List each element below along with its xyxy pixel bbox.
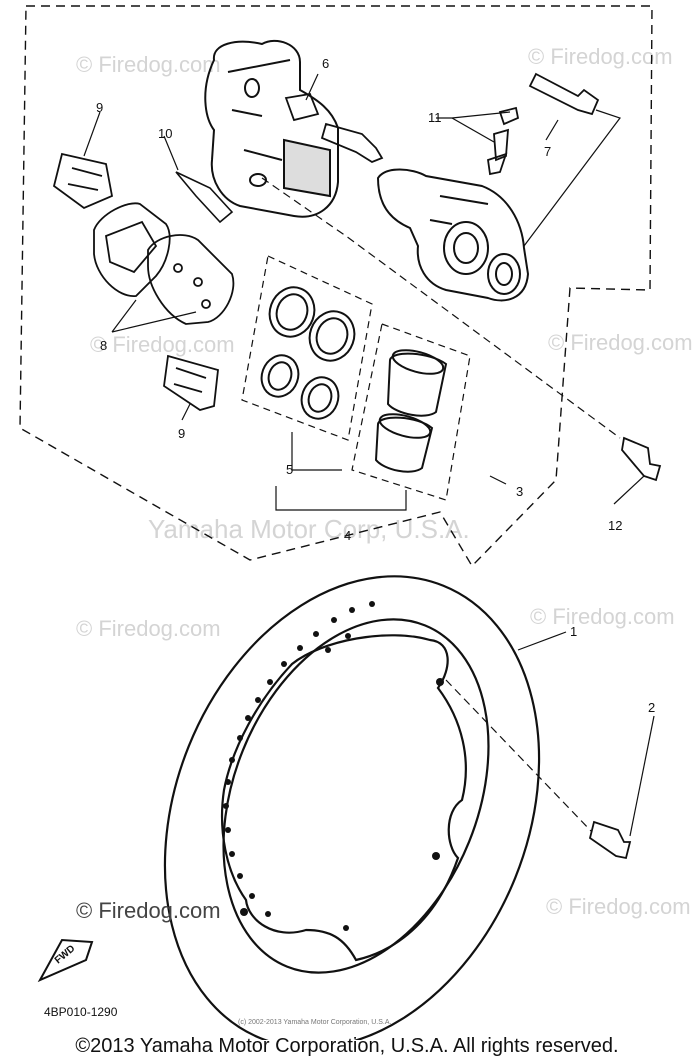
caliper-bolt bbox=[621, 436, 662, 482]
callout-labels: 1 2 3 4 5 6 7 8 9 9 10 11 12 bbox=[96, 56, 655, 715]
callout-3: 3 bbox=[516, 484, 523, 499]
guide-pin bbox=[528, 72, 600, 116]
drawing-code: 4BP010-1290 bbox=[44, 1005, 118, 1019]
piston-seals bbox=[260, 286, 356, 420]
callout-4: 4 bbox=[344, 528, 351, 543]
caliper-assembly-boundary bbox=[19, 5, 653, 568]
disc-bolt bbox=[588, 820, 632, 860]
watermark-firedog: © Firedog.com bbox=[528, 44, 673, 69]
fwd-arrow: FWD bbox=[37, 938, 94, 983]
callout-9-upper: 9 bbox=[96, 100, 103, 115]
callout-12: 12 bbox=[608, 518, 622, 533]
leader-lines bbox=[83, 73, 655, 837]
watermark-firedog: © Firedog.com bbox=[546, 894, 691, 919]
brake-disc bbox=[163, 575, 541, 1049]
pad-shim-upper bbox=[52, 152, 114, 210]
callout-10: 10 bbox=[158, 126, 172, 141]
disc-holes bbox=[223, 601, 444, 931]
watermark-firedog: © Firedog.com bbox=[548, 330, 693, 355]
pad-shim-lower bbox=[163, 354, 219, 411]
watermark-tiny: (c) 2002-2013 Yamaha Motor Corporation, … bbox=[238, 1019, 391, 1026]
caliper-pistons bbox=[374, 349, 448, 473]
watermark-yamaha: Yamaha Motor Corp, U.S.A. bbox=[148, 514, 470, 544]
callout-5: 5 bbox=[286, 462, 293, 477]
watermark-firedog: © Firedog.com bbox=[76, 52, 221, 77]
callout-7: 7 bbox=[544, 144, 551, 159]
seal-kit-boundary bbox=[241, 255, 373, 441]
callout-11: 11 bbox=[428, 110, 442, 125]
caliper-bracket bbox=[204, 39, 339, 218]
watermarks: © Firedog.com © Firedog.com © Firedog.co… bbox=[76, 44, 693, 919]
brake-pads bbox=[93, 202, 235, 325]
callout-1: 1 bbox=[570, 624, 577, 639]
callout-2: 2 bbox=[648, 700, 655, 715]
watermark-firedog-dark: © Firedog.com bbox=[76, 898, 221, 923]
callout-9-lower: 9 bbox=[178, 426, 185, 441]
watermark-firedog: © Firedog.com bbox=[76, 616, 221, 641]
caliper-body bbox=[376, 168, 530, 302]
brake-caliper-diagram: © Firedog.com © Firedog.com © Firedog.co… bbox=[19, 5, 693, 1049]
watermark-firedog: © Firedog.com bbox=[530, 604, 675, 629]
callout-6: 6 bbox=[322, 56, 329, 71]
slide-pin-boot bbox=[284, 92, 384, 164]
copyright-footer: ©2013 Yamaha Motor Corporation, U.S.A. A… bbox=[75, 1035, 619, 1057]
watermark-firedog: © Firedog.com bbox=[90, 332, 235, 357]
dash-leader-lines bbox=[261, 177, 621, 833]
pad-spring bbox=[175, 171, 234, 224]
bleed-screw bbox=[487, 106, 520, 176]
piston-kit-boundary bbox=[351, 323, 471, 501]
callout-8: 8 bbox=[100, 338, 107, 353]
